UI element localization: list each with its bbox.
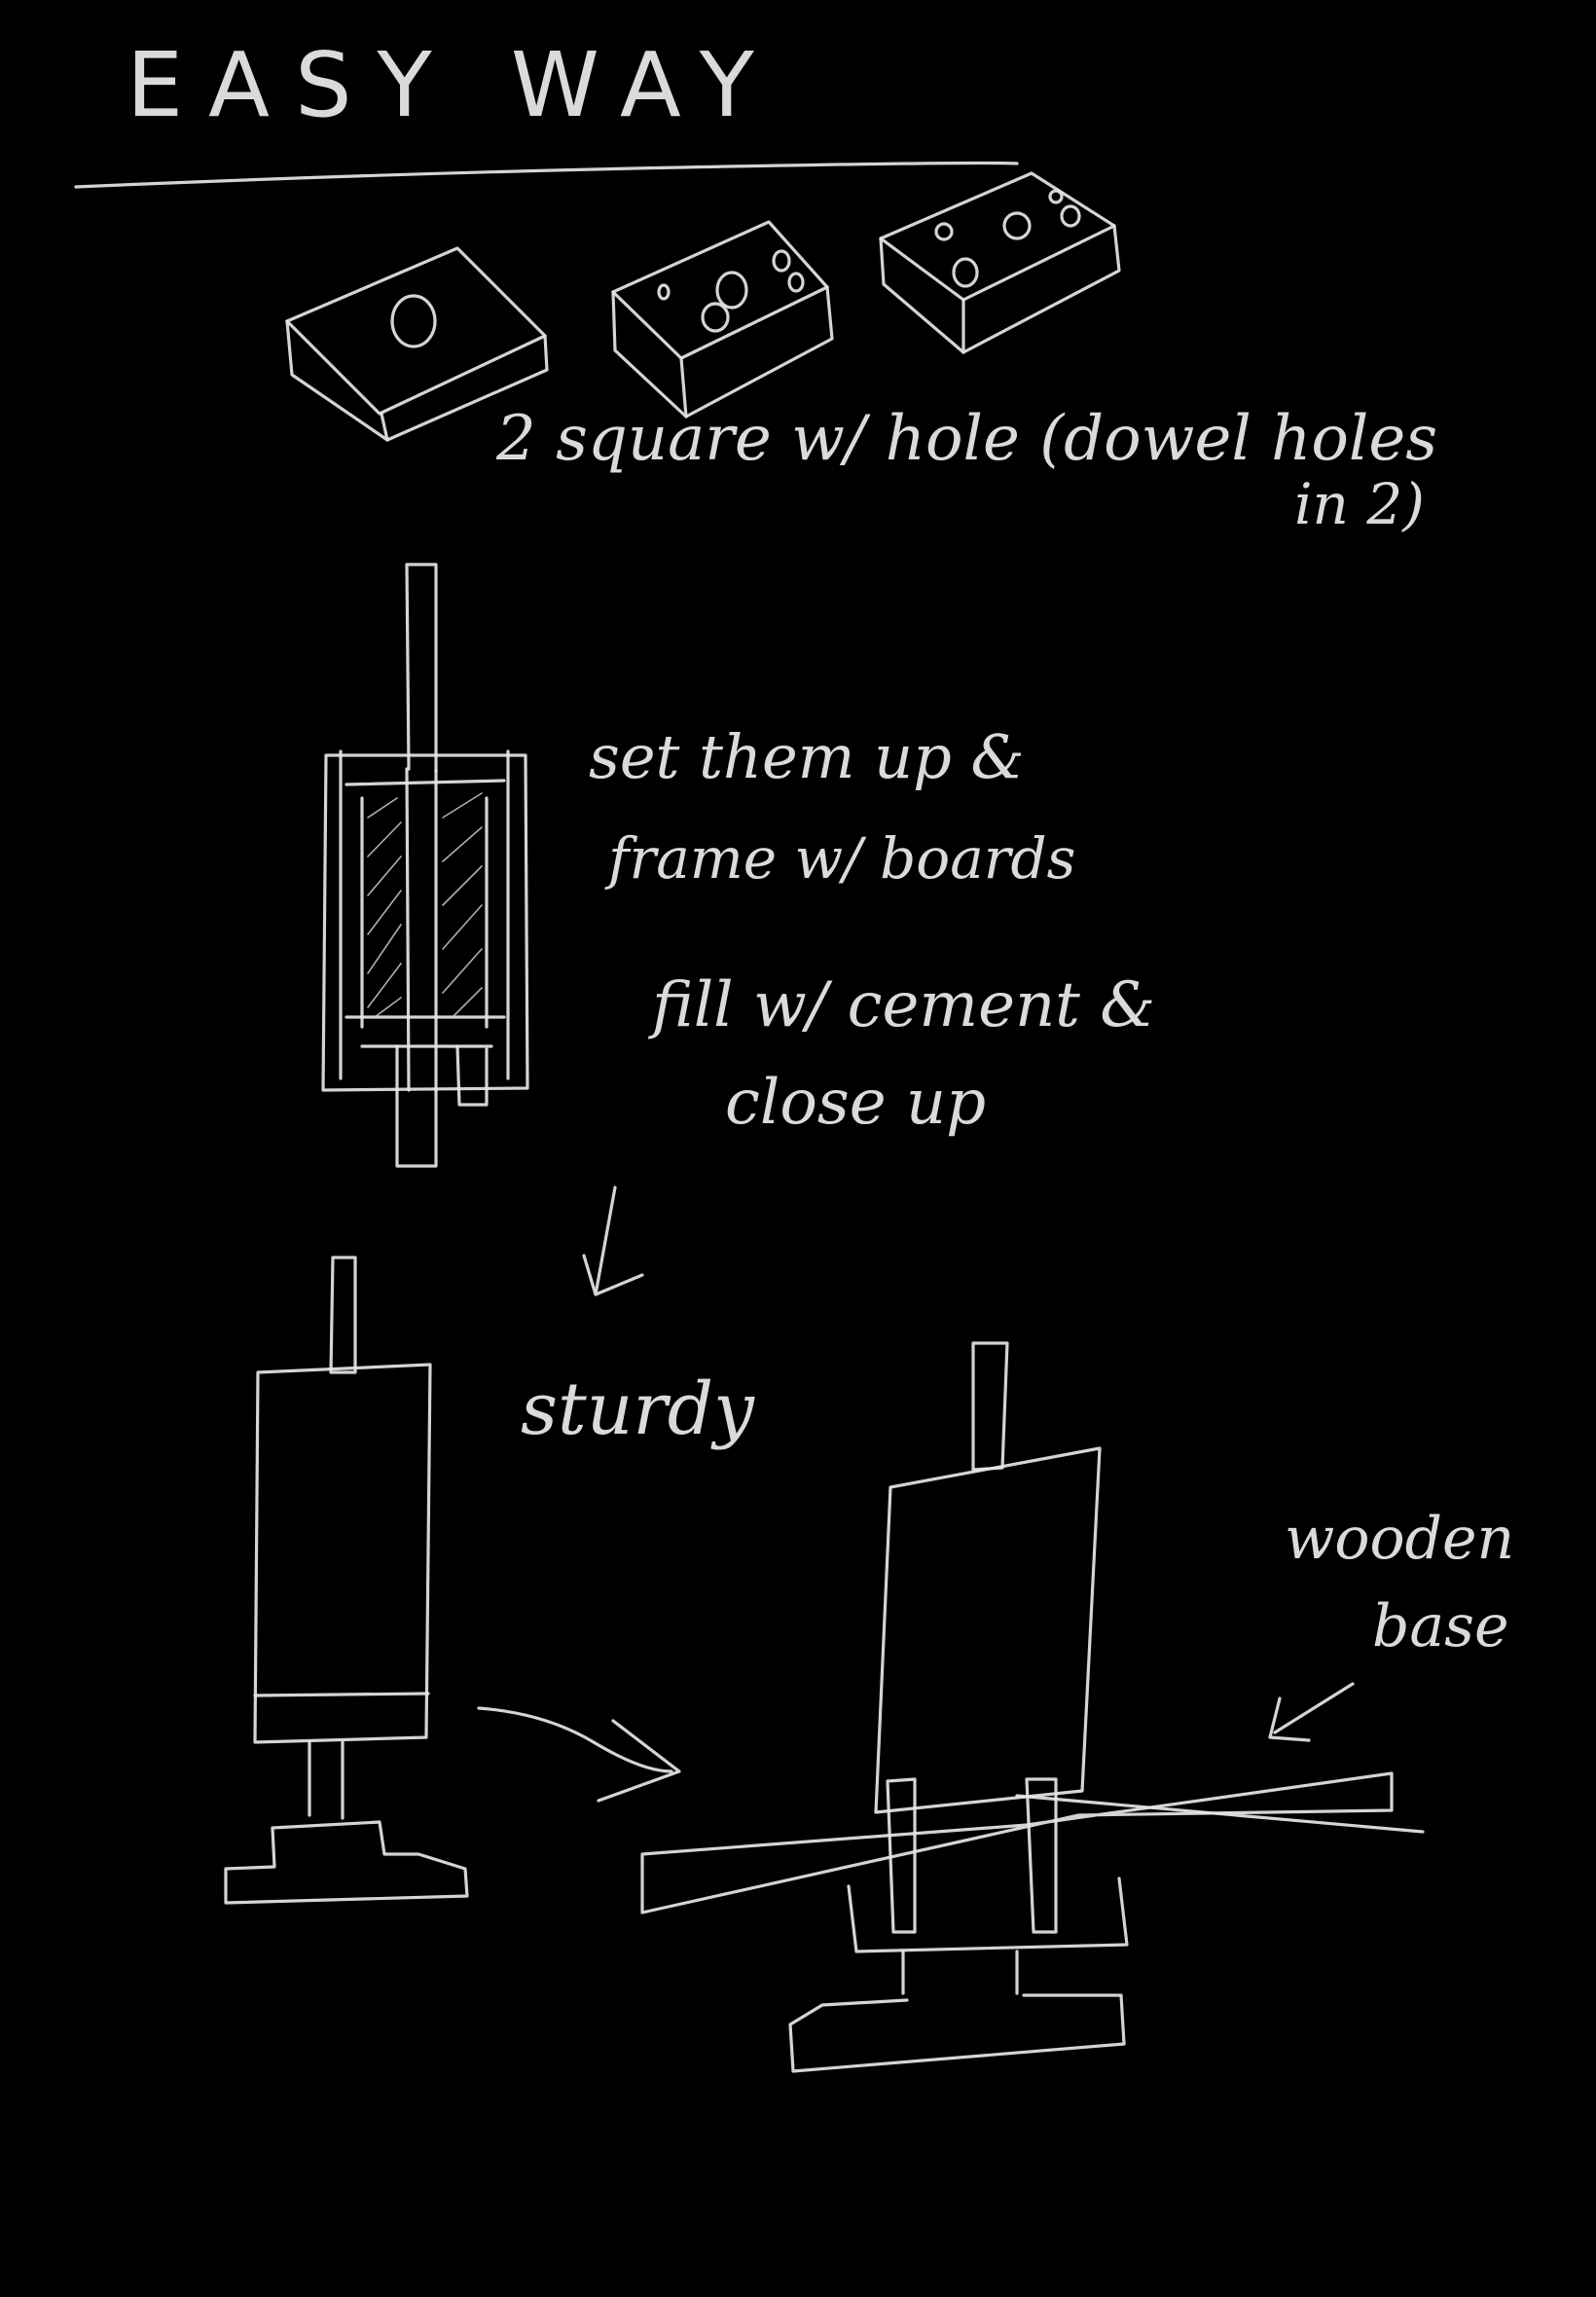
- page-title: EASY WAY: [127, 39, 780, 133]
- right-arrow: [479, 1708, 679, 1801]
- note-squares-cont: in 2): [1294, 475, 1425, 534]
- post-on-wooden-base: [642, 1343, 1423, 2071]
- base-arrow: [1270, 1684, 1353, 1740]
- finished-post: [226, 1258, 467, 1903]
- note-sturdy: sturdy: [521, 1372, 754, 1448]
- framed-mould-section: [323, 565, 527, 1166]
- note-wooden: wooden: [1285, 1509, 1514, 1570]
- note-setup-cont: frame w/ boards: [608, 829, 1075, 889]
- note-squares: 2 square w/ hole (dowel holes: [496, 407, 1437, 472]
- note-fill: fill w/ cement &: [652, 973, 1155, 1039]
- down-arrow: [584, 1187, 642, 1294]
- block-dowel-holes-a: [613, 222, 832, 417]
- note-fill-cont: close up: [725, 1071, 986, 1136]
- title-underline: [76, 164, 1017, 188]
- note-setup: set them up &: [589, 725, 1025, 788]
- block-dowel-holes-b: [881, 173, 1119, 352]
- note-base: base: [1372, 1596, 1508, 1658]
